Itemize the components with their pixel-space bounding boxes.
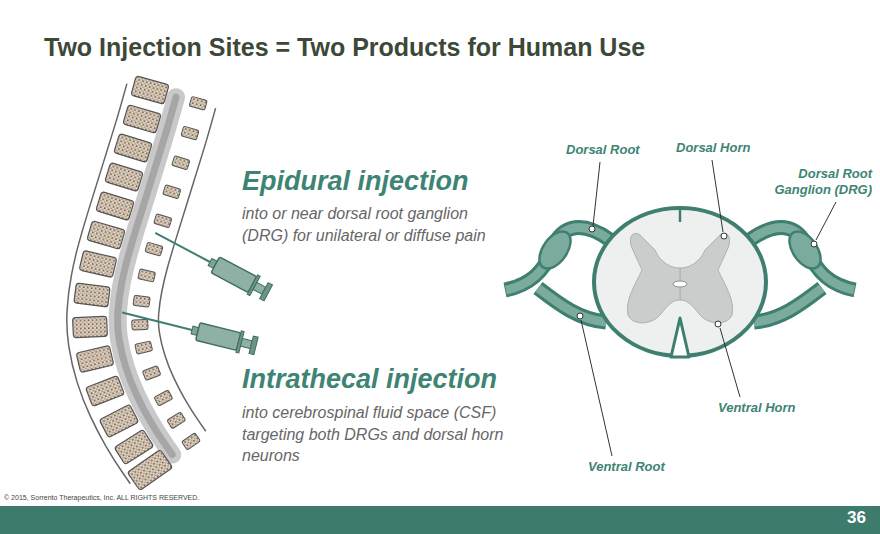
spinous-process xyxy=(189,96,207,110)
leader-lines xyxy=(577,160,836,456)
dorsal-sulcus xyxy=(679,209,682,222)
section-heading: Intrathecal injection xyxy=(242,363,497,395)
spinous-process xyxy=(133,295,150,307)
vertebral-body xyxy=(74,283,110,307)
vertebral-body xyxy=(105,162,143,191)
section-heading: Epidural injection xyxy=(242,165,469,197)
anatomy-label: Ventral Horn xyxy=(718,400,796,416)
grey-matter xyxy=(680,233,733,322)
spinal-cord xyxy=(594,208,766,356)
spinous-process xyxy=(182,433,201,450)
anatomy-label: Dorsal Root Ganglion (DRG) xyxy=(756,166,872,197)
grey-matter xyxy=(627,233,680,322)
page-title: Two Injection Sites = Two Products for H… xyxy=(44,32,645,62)
spinous-process xyxy=(167,412,186,429)
spinal-cord-section xyxy=(505,208,855,357)
footer-bar xyxy=(0,506,880,534)
spinous-process xyxy=(132,319,148,330)
vertebral-body xyxy=(96,191,134,220)
spinous-process xyxy=(163,185,181,199)
anatomy-label: Dorsal Root xyxy=(566,142,640,158)
vertebral-body xyxy=(114,133,152,162)
spinous-process xyxy=(142,365,161,380)
vertebral-body xyxy=(123,105,161,134)
description-text: into or near dorsal root ganglion (DRG) … xyxy=(242,203,510,246)
skin-outline xyxy=(158,108,215,431)
page-number: 36 xyxy=(847,508,866,528)
vertebral-body xyxy=(87,221,125,250)
ventral-fissure xyxy=(671,318,689,357)
syringe xyxy=(119,302,258,357)
vertebral-body xyxy=(79,250,117,277)
vertebral-body xyxy=(127,450,172,491)
spinous-process xyxy=(172,156,190,170)
anatomy-label: Dorsal Horn xyxy=(676,140,750,156)
description-text: into cerebrospinal fluid space (CSF) tar… xyxy=(242,402,514,467)
spinous-process xyxy=(138,269,156,282)
spinous-process xyxy=(145,242,163,256)
spinous-process xyxy=(154,214,172,228)
spine-illustration xyxy=(67,76,216,491)
vertebral-body xyxy=(99,404,138,437)
vertebral-body xyxy=(73,316,108,338)
spinous-process xyxy=(154,390,173,406)
anatomy-label: Ventral Root xyxy=(588,459,665,475)
central-canal xyxy=(673,281,687,287)
copyright-note: © 2015, Sorrento Therapeutics, Inc. ALL … xyxy=(4,494,199,501)
vertebral-body xyxy=(76,345,114,372)
spinous-process xyxy=(135,341,153,354)
spinous-process xyxy=(181,126,199,140)
vertebral-body xyxy=(86,376,125,407)
vertebral-body xyxy=(131,76,169,104)
